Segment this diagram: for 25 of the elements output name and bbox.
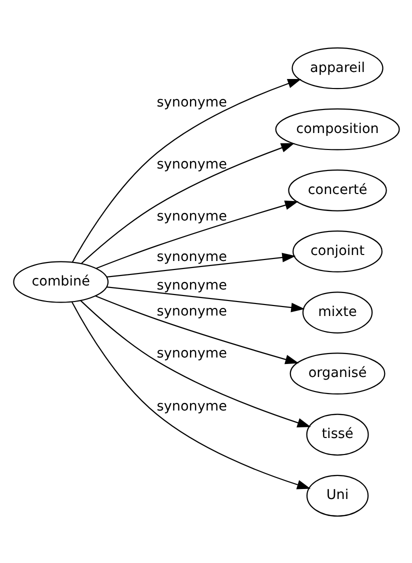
arrow xyxy=(106,286,304,312)
edge-label: synonyme xyxy=(156,398,226,414)
node-ellipse: Uni xyxy=(306,474,368,516)
node-ellipse: conjoint xyxy=(292,230,382,272)
edge-label: synonyme xyxy=(156,302,226,319)
edge-label: synonyme xyxy=(156,94,226,110)
node-ellipse: mixte xyxy=(302,291,372,333)
arrow xyxy=(80,300,310,427)
node-ellipse: concerté xyxy=(288,168,386,211)
node-ellipse: combiné xyxy=(12,260,108,302)
edge-label: synonyme xyxy=(156,156,226,172)
arrow xyxy=(71,78,301,262)
edge-label: synonyme xyxy=(156,276,226,293)
arrow xyxy=(94,294,298,364)
node-ellipse: tissé xyxy=(306,413,368,456)
edge-label: synonyme xyxy=(156,248,226,265)
node-ellipse: appareil xyxy=(291,46,383,89)
node-ellipse: composition xyxy=(274,108,400,150)
edge-label: synonyme xyxy=(156,208,226,224)
arrow xyxy=(70,301,310,489)
arrow xyxy=(80,142,294,264)
edge-label: synonyme xyxy=(156,344,226,361)
arrow xyxy=(106,252,296,278)
node-ellipse: organisé xyxy=(289,352,385,394)
arrow xyxy=(96,200,298,268)
